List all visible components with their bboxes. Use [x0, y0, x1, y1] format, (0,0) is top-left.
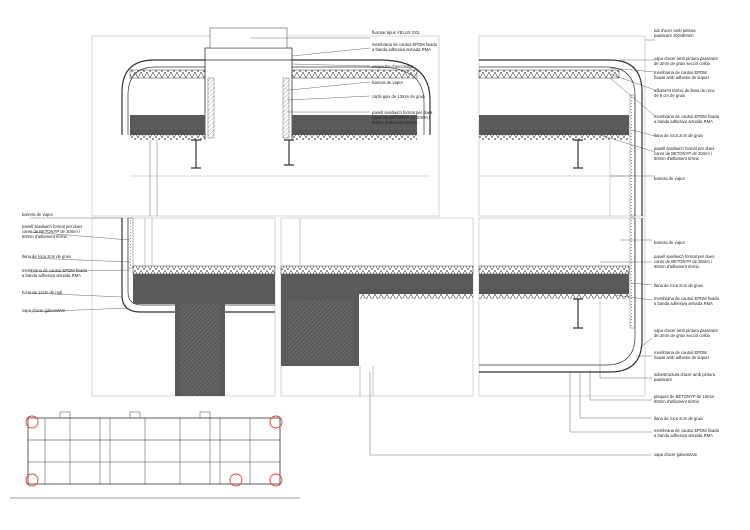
floor-edge-detail: [91, 217, 276, 397]
labels-right: tub d'acer amb pintura passivant 100x80m…: [654, 28, 719, 457]
label-plasterboard: cartó-guix de 13mm de gruix: [372, 94, 426, 99]
label-right-1: xapa d'acer amb pintura passivant de 2mm…: [654, 56, 718, 66]
labels-top-center: fluxmar tipus VELUX GGL membrana de caut…: [372, 30, 437, 125]
label-left-0: barrera de vapor: [22, 212, 53, 217]
label-right-0: tub d'acer amb pintura passivant 100x80m…: [654, 28, 696, 38]
label-epdm-membrane: membrana de cautxú EPDM fixada a banda a…: [372, 42, 437, 52]
label-right-10: llana de roca 2cm de gruix: [654, 283, 704, 288]
roof-skylight-detail: [91, 27, 440, 217]
label-right-15: plaques de BETONYP de 10mm 60mm d'aïllam…: [654, 394, 715, 404]
label-right-5: llana de roca 2cm de gruix: [654, 133, 704, 138]
label-skylight: fluxmar tipus VELUX GGL: [372, 30, 421, 35]
label-right-14: subestructura d'acer amb pintura passiva…: [654, 372, 716, 382]
label-right-9: panell sandwich format per dues cares de…: [654, 254, 715, 269]
label-right-17: membrana de cautxú EPDM fixada a banda a…: [654, 428, 719, 438]
label-right-12: xapa d'acer amb pintura passivant de 2mm…: [654, 328, 718, 338]
label-right-11: membrana de cautxú EPDM fixada a banda a…: [654, 296, 719, 306]
label-right-7: barrera de vapor: [654, 176, 685, 181]
label-right-16: llana de roca 2cm de gruix: [654, 416, 704, 421]
label-right-18: xapa d'acer galvanitzat: [654, 452, 697, 457]
label-right-3: aïllament tèrmic de llana de roca de 8 c…: [654, 88, 715, 98]
label-left-1: panell sandwich format per dues cares de…: [22, 224, 83, 239]
labels-left: barrera de vapor panell sandwich format …: [22, 212, 87, 313]
floor-corner-detail: [478, 217, 646, 397]
label-sandwich-panel: panell sandwich format per dues cares de…: [372, 110, 433, 125]
label-left-4: fusta de 12cm de radi: [22, 290, 63, 295]
label-left-3: membrana de cautxú EPDM fixada a banda a…: [22, 268, 87, 278]
label-vapour-barrier: barrera de vapor: [372, 80, 403, 85]
building-section-thumbnail: [10, 411, 300, 499]
label-anchor-bracket: esquadria d'ancoratge: [372, 64, 414, 69]
label-left-5: xapa d'acer galvanitzat: [22, 308, 65, 313]
label-left-2: llana de roca 2cm de gruix: [22, 254, 72, 259]
label-right-13: membrana de cautxú EPDM fixada amb adhes…: [654, 350, 709, 360]
roof-corner-detail: [478, 35, 646, 217]
floor-beam-detail: [280, 217, 474, 397]
label-right-2: membrana de cautxú EPDM fixada amb adhes…: [654, 70, 709, 80]
leader-lines: [29, 37, 656, 456]
label-right-8: barrera de vapor: [654, 240, 685, 245]
label-right-4: membrana de cautxú EPDM fixada a banda a…: [654, 114, 719, 124]
label-right-6: panell sandwich format per dues cares de…: [654, 146, 715, 161]
